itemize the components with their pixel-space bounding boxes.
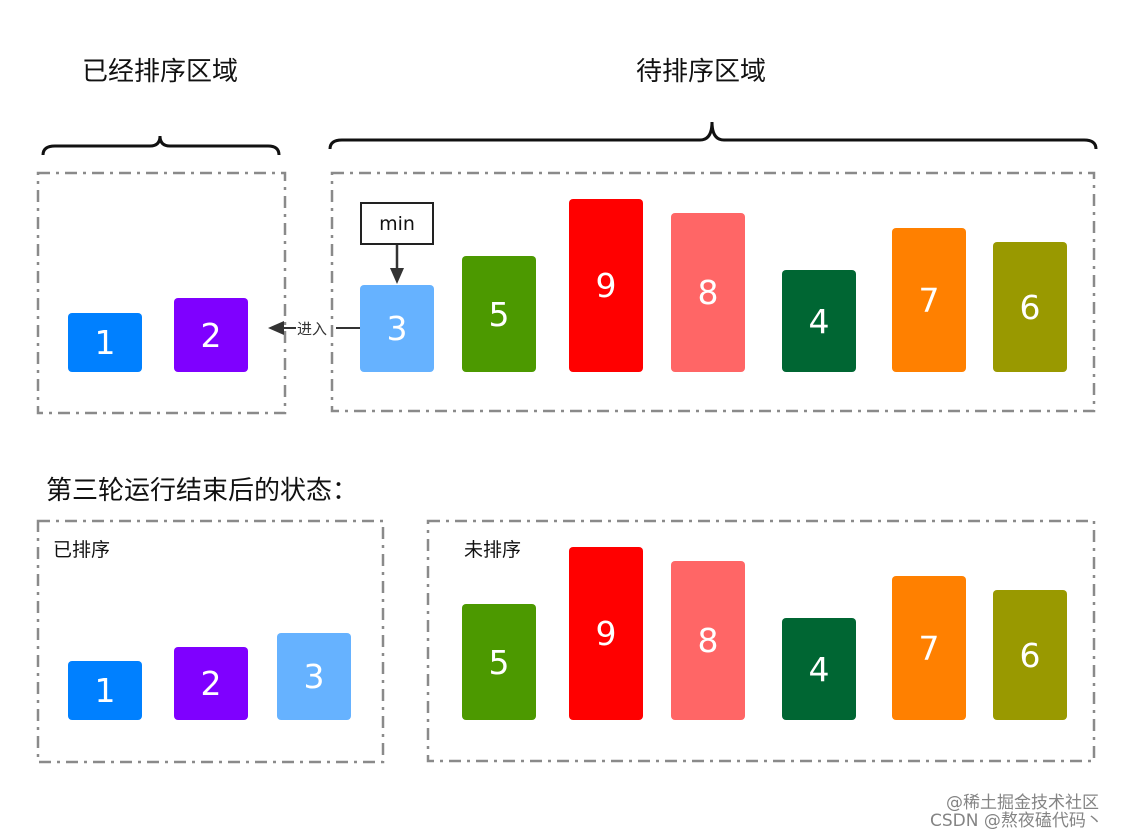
sorted-region-brace xyxy=(41,135,281,156)
bar-label: 6 xyxy=(1019,635,1041,675)
bar-top-unsorted-3: 8 xyxy=(671,213,745,372)
min-pointer-box: min xyxy=(360,202,434,245)
bar-bottom-unsorted-1: 9 xyxy=(569,547,643,720)
bottom-unsorted-box xyxy=(426,519,1096,763)
bar-label: 2 xyxy=(200,664,222,703)
bar-label: 6 xyxy=(1019,287,1041,327)
bar-top-unsorted-2: 9 xyxy=(569,199,643,372)
bar-top-unsorted-5: 7 xyxy=(892,228,966,372)
bar-top-sorted-1: 2 xyxy=(174,298,248,372)
bar-top-unsorted-6: 6 xyxy=(993,242,1067,372)
bar-label: 3 xyxy=(303,657,325,696)
unsorted-region-box xyxy=(330,171,1096,413)
watermark-line2: CSDN @熬夜磕代码丶 xyxy=(930,811,1103,831)
bar-label: 7 xyxy=(918,628,940,668)
bar-bottom-sorted-1: 2 xyxy=(174,647,248,720)
bar-top-unsorted-0: 3 xyxy=(360,285,434,372)
bar-label: 8 xyxy=(697,621,719,660)
bar-bottom-unsorted-2: 8 xyxy=(671,561,745,720)
sorted-region-box xyxy=(36,171,287,415)
bar-label: 2 xyxy=(200,315,222,355)
bar-bottom-sorted-2: 3 xyxy=(277,633,351,720)
enter-arrow-head xyxy=(268,321,284,335)
bottom-sorted-box xyxy=(36,519,385,764)
bar-bottom-unsorted-3: 4 xyxy=(782,618,856,720)
watermark-line1: @稀土掘金技术社区 xyxy=(946,793,1099,813)
bar-label: 4 xyxy=(808,301,830,341)
bar-label: 7 xyxy=(918,280,940,320)
sorted-region-title: 已经排序区域 xyxy=(82,57,239,87)
bar-top-sorted-0: 1 xyxy=(68,313,142,372)
bar-label: 8 xyxy=(697,273,719,312)
bottom-unsorted-label: 未排序 xyxy=(464,539,522,561)
bar-label: 3 xyxy=(386,309,408,348)
bar-label: 1 xyxy=(94,671,116,710)
bar-top-unsorted-1: 5 xyxy=(462,256,536,372)
min-pointer-label: min xyxy=(379,212,415,235)
bar-label: 4 xyxy=(808,649,830,689)
bottom-caption: 第三轮运行结束后的状态： xyxy=(46,476,359,506)
bar-top-unsorted-4: 4 xyxy=(782,270,856,372)
bar-bottom-unsorted-4: 7 xyxy=(892,576,966,720)
bottom-sorted-label: 已排序 xyxy=(53,539,111,561)
bar-label: 9 xyxy=(595,266,617,305)
bar-bottom-sorted-0: 1 xyxy=(68,661,142,720)
enter-label: 进入 xyxy=(297,320,328,338)
bar-bottom-unsorted-5: 6 xyxy=(993,590,1067,720)
unsorted-region-title: 待排序区域 xyxy=(636,57,767,87)
min-arrow-head xyxy=(390,268,404,284)
bar-label: 5 xyxy=(488,294,510,334)
bar-label: 9 xyxy=(595,614,617,653)
unsorted-region-brace xyxy=(328,121,1098,150)
bar-bottom-unsorted-0: 5 xyxy=(462,604,536,720)
bar-label: 1 xyxy=(94,323,116,362)
bar-label: 5 xyxy=(488,642,510,682)
